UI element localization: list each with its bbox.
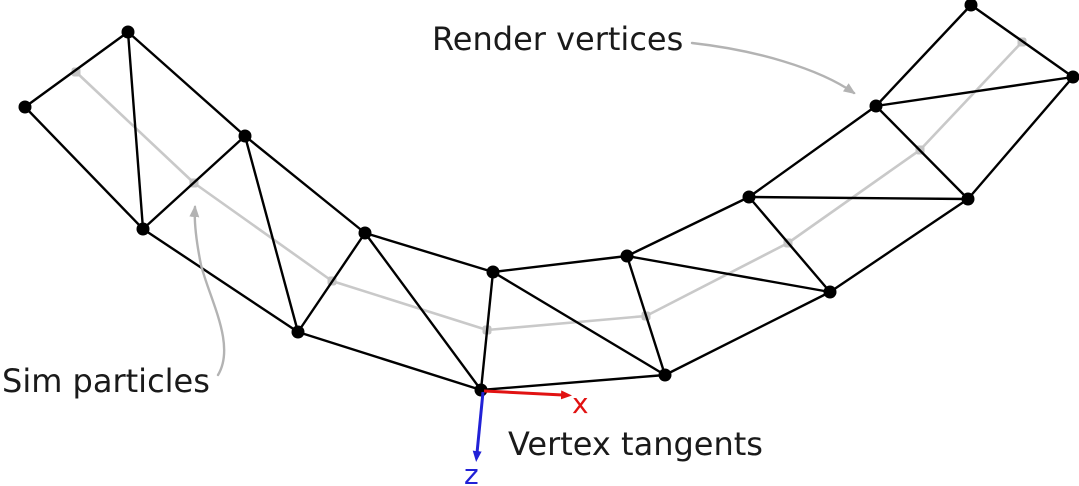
render-vertex xyxy=(238,129,252,143)
render-vertex xyxy=(358,226,372,240)
render-vertex xyxy=(136,222,150,236)
render-vertex xyxy=(18,100,32,114)
render-vertices-label: Render vertices xyxy=(432,20,683,58)
x-axis-arrow xyxy=(483,389,572,400)
render-vertex xyxy=(742,190,756,204)
render-vertex xyxy=(1066,70,1079,84)
z-axis-label: z xyxy=(464,458,479,486)
render-vertex xyxy=(291,325,305,339)
render-vertex xyxy=(121,25,135,39)
sim-particle-markers xyxy=(71,37,1027,335)
render-vertex xyxy=(823,285,837,299)
vertex-tangents-label: Vertex tangents xyxy=(508,425,763,463)
render-vertex xyxy=(961,192,975,206)
render-vertex xyxy=(486,265,500,279)
mesh-edges xyxy=(23,3,1075,392)
render-vertex xyxy=(620,249,634,263)
render-vertices-arrow xyxy=(690,41,856,95)
render-vertex xyxy=(869,99,883,113)
sim-particles-arrow xyxy=(189,205,226,377)
sim-particles-label: Sim particles xyxy=(2,362,210,400)
sim-strand xyxy=(74,40,1024,332)
render-vertex xyxy=(964,0,978,12)
z-axis-arrow xyxy=(472,391,485,462)
render-vertex xyxy=(658,368,672,382)
render-vertex-dots xyxy=(18,0,1079,397)
x-axis-label: x xyxy=(572,387,589,420)
sim-particle xyxy=(71,67,81,77)
